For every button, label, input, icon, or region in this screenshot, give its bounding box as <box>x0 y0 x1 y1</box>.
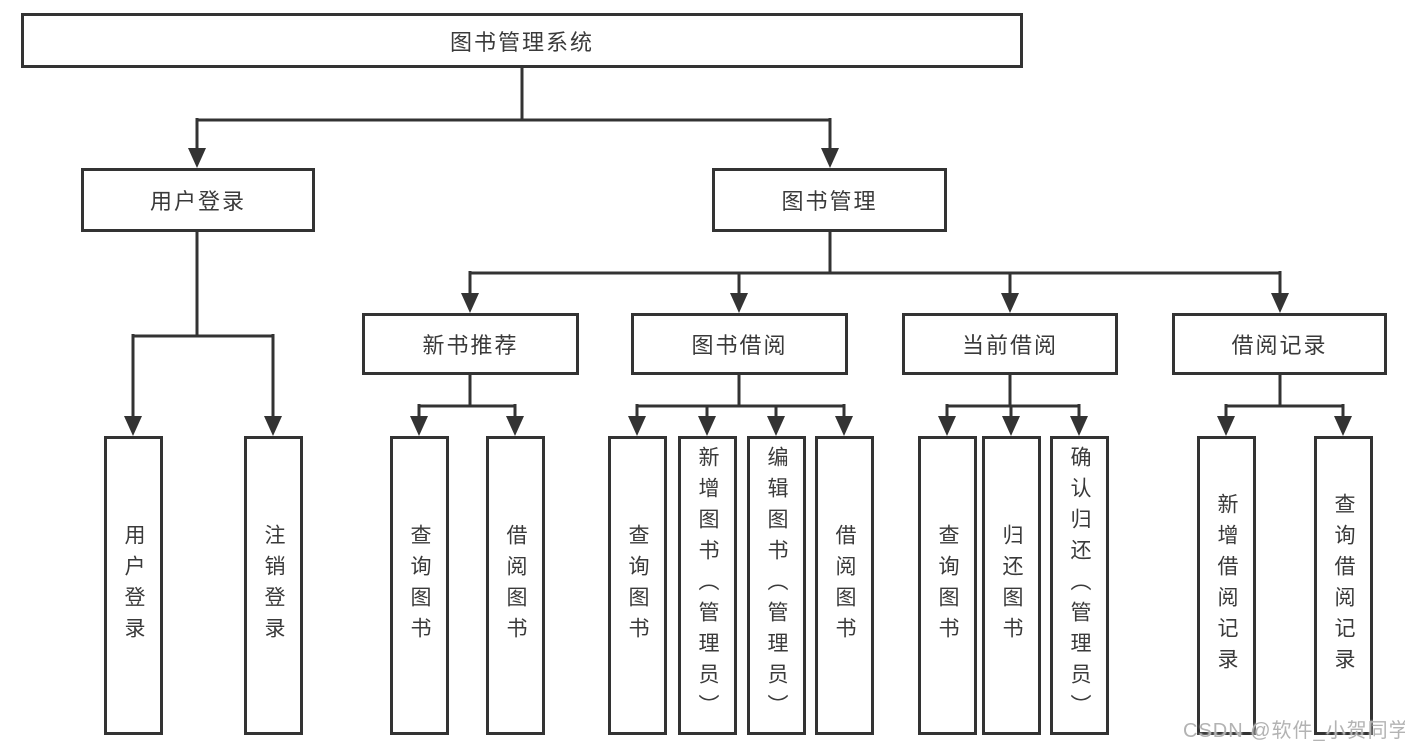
node-query-books-current-label: 查询图书 <box>936 523 959 648</box>
node-borrow-books-label: 借阅图书 <box>833 523 856 648</box>
node-add-borrow-record-label: 新增借阅记录 <box>1215 492 1238 679</box>
node-current-borrow-label: 当前借阅 <box>961 333 1058 358</box>
csdn-watermark: CSDN @软件_小贺同学 <box>1183 720 1405 742</box>
node-borrow-records-label: 借阅记录 <box>1231 333 1328 358</box>
node-borrow-records: 借阅记录 <box>1172 313 1387 375</box>
node-query-borrow-record: 查询借阅记录 <box>1314 436 1373 735</box>
node-borrow-books-recommend: 借阅图书 <box>486 436 545 735</box>
node-book-borrow: 图书借阅 <box>631 313 848 375</box>
node-borrow-books: 借阅图书 <box>815 436 874 735</box>
node-user-login: 用户登录 <box>81 168 315 232</box>
node-book-borrow-label: 图书借阅 <box>691 333 788 358</box>
connector-root <box>188 66 839 168</box>
node-add-book-admin: 新增图书（管理员） <box>678 436 737 735</box>
node-login-action: 用户登录 <box>104 436 163 735</box>
node-query-books-borrow-label: 查询图书 <box>626 523 649 648</box>
connector-current-borrow <box>938 375 1088 436</box>
node-login-action-label: 用户登录 <box>122 523 145 648</box>
node-confirm-return-admin: 确认归还（管理员） <box>1050 436 1109 735</box>
node-return-books-label: 归还图书 <box>1000 523 1023 648</box>
node-confirm-return-admin-label: 确认归还（管理员） <box>1068 446 1091 725</box>
node-query-books-current: 查询图书 <box>918 436 977 735</box>
connector-new-book-recommend <box>410 375 524 436</box>
node-query-books-recommend-label: 查询图书 <box>408 523 431 648</box>
node-new-book-recommend-label: 新书推荐 <box>422 333 519 358</box>
node-logout-action: 注销登录 <box>244 436 303 735</box>
connector-borrow-records <box>1217 375 1352 436</box>
node-add-book-admin-label: 新增图书（管理员） <box>696 446 719 725</box>
node-edit-book-admin-label: 编辑图书（管理员） <box>765 446 788 725</box>
node-new-book-recommend: 新书推荐 <box>362 313 579 375</box>
node-query-borrow-record-label: 查询借阅记录 <box>1332 492 1355 679</box>
node-current-borrow: 当前借阅 <box>902 313 1118 375</box>
node-user-login-label: 用户登录 <box>149 189 246 214</box>
node-book-management: 图书管理 <box>712 168 947 232</box>
node-root: 图书管理系统 <box>21 13 1023 68</box>
node-book-management-label: 图书管理 <box>781 189 878 214</box>
node-edit-book-admin: 编辑图书（管理员） <box>747 436 806 735</box>
connector-book-borrow <box>628 375 853 436</box>
node-borrow-books-recommend-label: 借阅图书 <box>504 523 527 648</box>
connector-book-management <box>461 232 1289 313</box>
node-root-label: 图书管理系统 <box>449 29 594 55</box>
node-query-books-borrow: 查询图书 <box>608 436 667 735</box>
connector-user-login <box>124 232 282 436</box>
node-return-books: 归还图书 <box>982 436 1041 735</box>
node-logout-action-label: 注销登录 <box>262 523 285 648</box>
node-add-borrow-record: 新增借阅记录 <box>1197 436 1256 735</box>
node-query-books-recommend: 查询图书 <box>390 436 449 735</box>
